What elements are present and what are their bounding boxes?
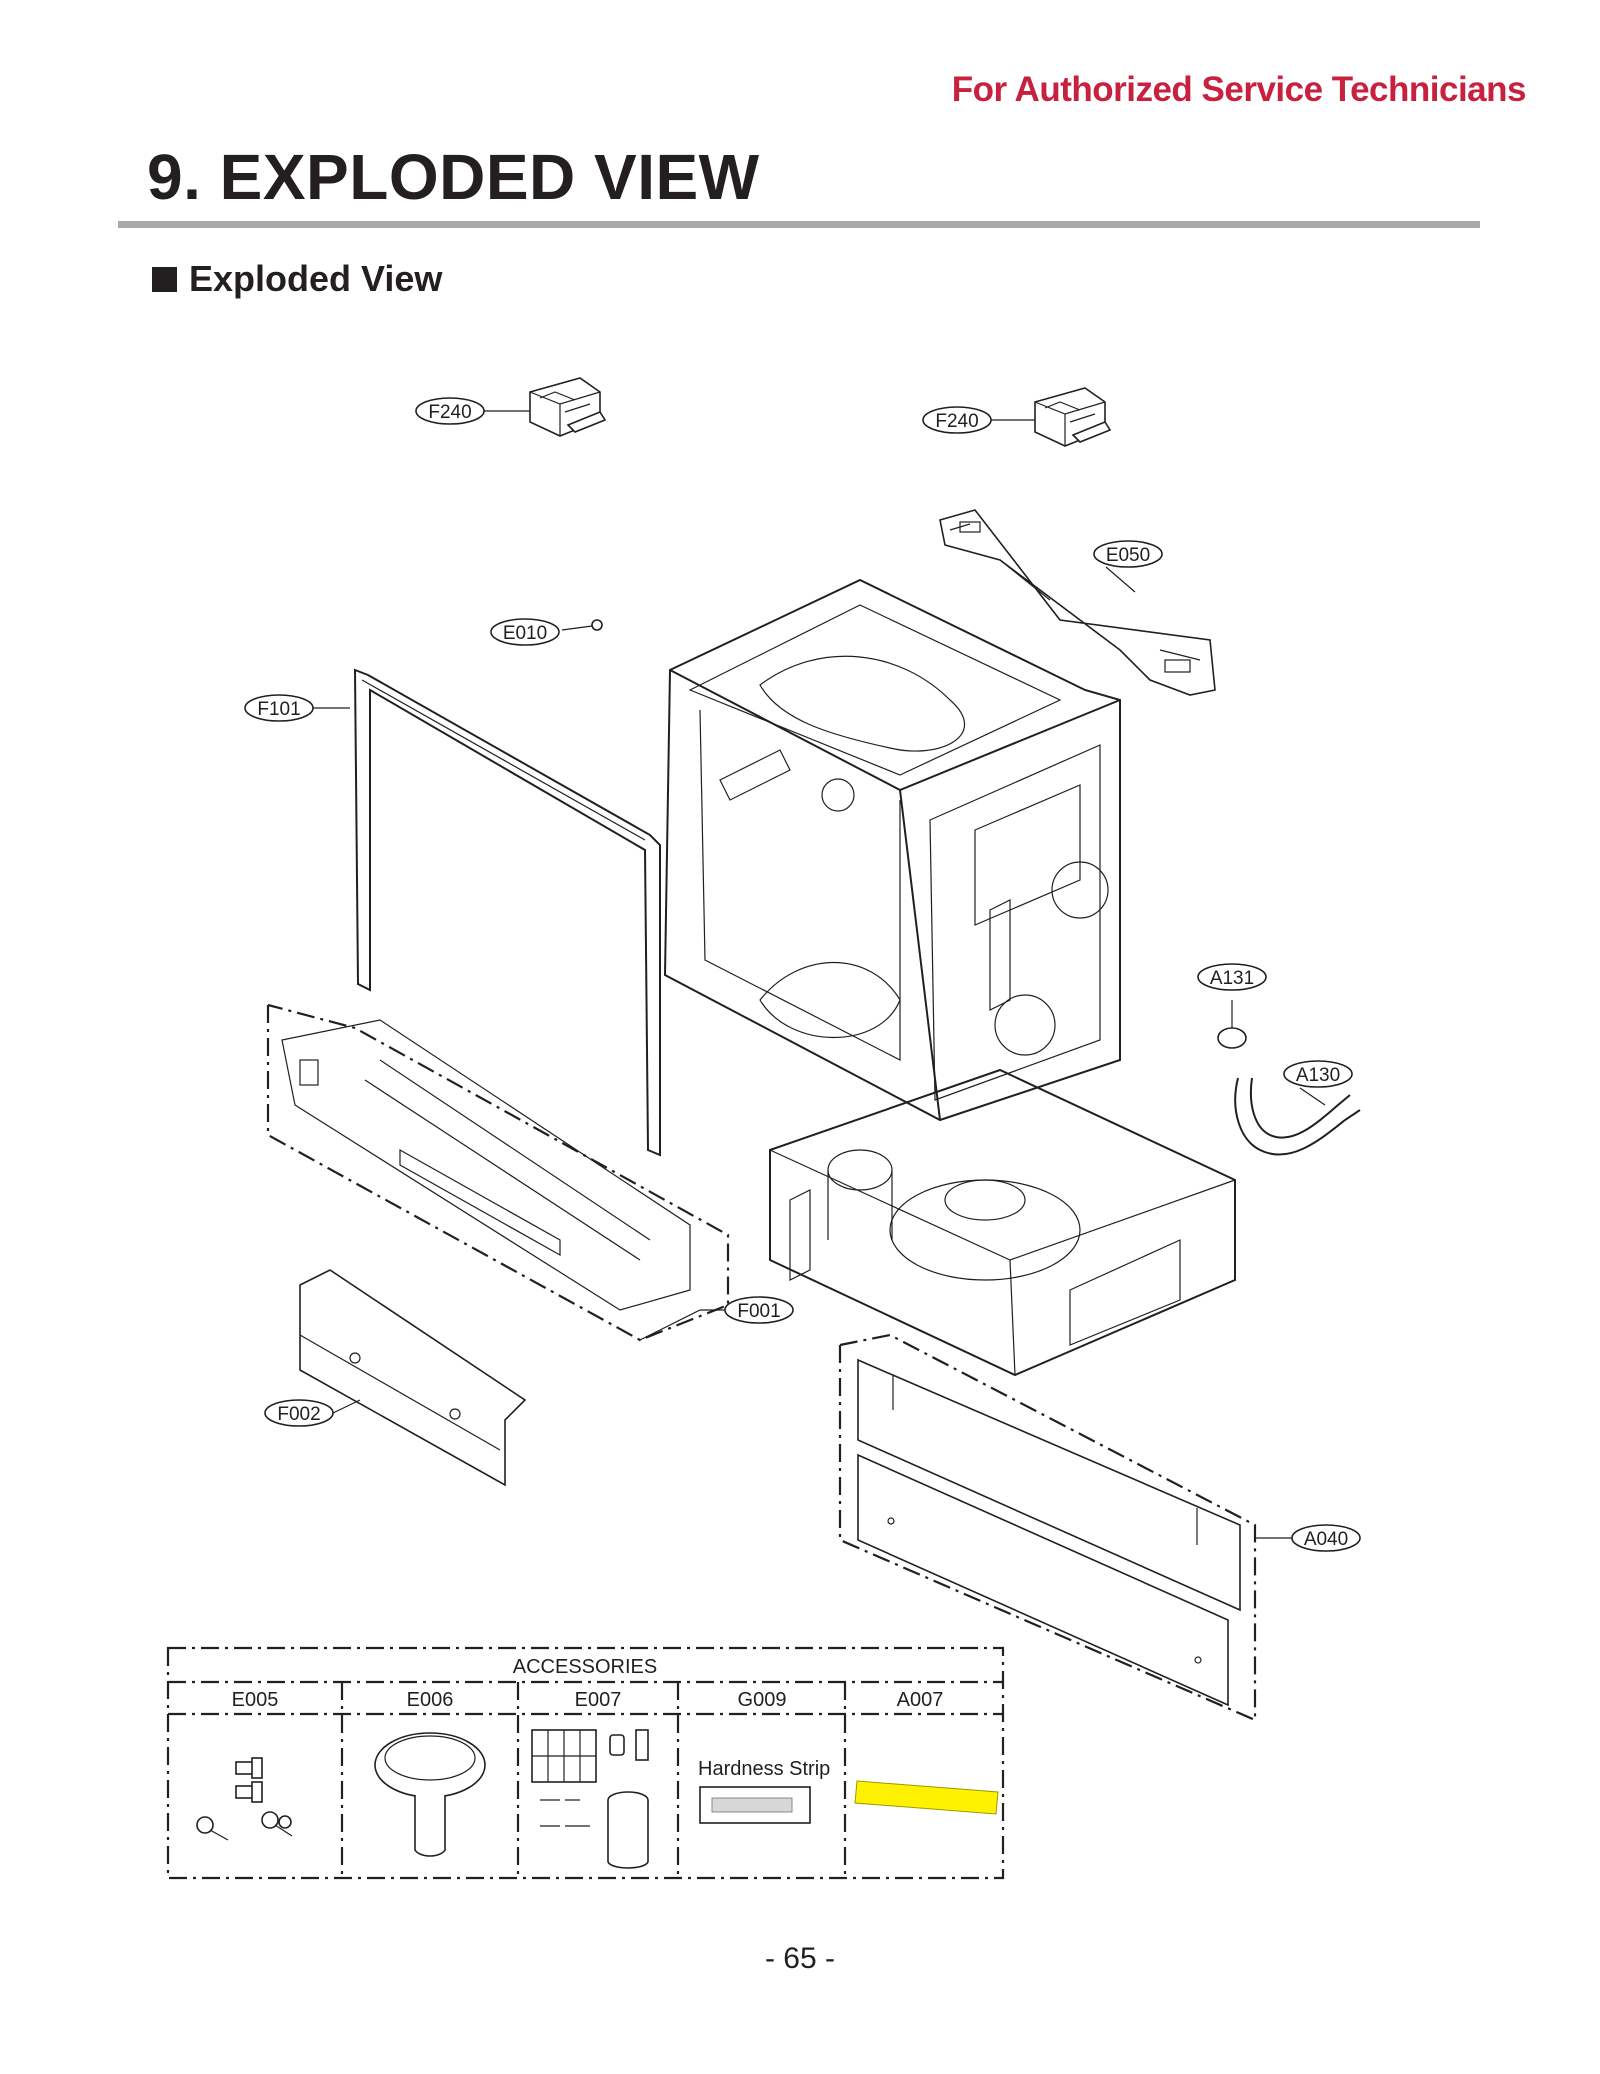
- accessory-column-label: E006: [407, 1689, 454, 1711]
- callout-f240-left: F240: [415, 397, 485, 425]
- callout-f101: F101: [244, 694, 314, 722]
- callout-e010: E010: [490, 618, 560, 646]
- funnel-part: [374, 1732, 486, 1857]
- yellow-label-strip: [854, 1780, 999, 1815]
- lower-panel-part: [299, 1269, 527, 1487]
- callout-f001-label: F001: [737, 1301, 780, 1322]
- square-bullet-icon: [152, 266, 177, 292]
- callout-a130: A130: [1283, 1060, 1353, 1088]
- hardness-strip-label: Hardness Strip: [698, 1758, 830, 1780]
- o-ring-part: [1217, 1027, 1247, 1049]
- water-valve-part-left: [529, 377, 607, 437]
- base-assembly-part: [769, 1068, 1236, 1377]
- callout-f001: F001: [724, 1296, 794, 1324]
- service-note: For Authorized Service Technicians: [951, 70, 1527, 109]
- callout-f002-label: F002: [277, 1404, 320, 1425]
- brackets-and-screws-part: [196, 1757, 293, 1841]
- accessories-title: ACCESSORIES: [513, 1656, 657, 1678]
- accessory-parts-set: [531, 1729, 649, 1869]
- callout-f240-left-label: F240: [428, 402, 471, 423]
- drain-hose-part: [1234, 1077, 1361, 1156]
- page-title: 9. EXPLODED VIEW: [147, 141, 760, 213]
- tub-assembly-part: [663, 578, 1121, 1122]
- accessory-column-label: E005: [232, 1689, 279, 1711]
- callout-e050-label: E050: [1106, 545, 1150, 566]
- callout-a130-label: A130: [1296, 1065, 1340, 1086]
- hardness-strip-part: Hardness Strip: [698, 1758, 830, 1824]
- accessory-column-label: E007: [575, 1689, 622, 1711]
- screw-part: [591, 619, 603, 631]
- callout-a040: A040: [1291, 1524, 1361, 1552]
- title-divider: [118, 221, 1480, 228]
- section-heading: Exploded View: [152, 258, 442, 300]
- door-gasket-part: [353, 668, 661, 1157]
- callout-leader-lines: [313, 410, 1326, 1539]
- callout-f240-right: F240: [922, 406, 992, 434]
- page-number: - 65 -: [764, 1942, 836, 1975]
- callout-a040-label: A040: [1304, 1529, 1348, 1550]
- callout-e050: E050: [1093, 540, 1163, 568]
- control-panel-part: [266, 1003, 730, 1342]
- callout-a131-label: A131: [1210, 968, 1254, 989]
- callout-f240-right-label: F240: [935, 411, 978, 432]
- accessory-column-label: G009: [738, 1689, 787, 1711]
- accessory-column-label: A007: [897, 1689, 944, 1711]
- top-bracket-part: [939, 509, 1216, 696]
- section-heading-label: Exploded View: [189, 258, 443, 299]
- water-valve-part-right: [1034, 387, 1112, 447]
- callout-a131: A131: [1197, 963, 1267, 991]
- toe-kick-part: [838, 1333, 1257, 1722]
- callout-f101-label: F101: [257, 699, 300, 720]
- callout-e010-label: E010: [503, 623, 547, 644]
- accessories-box: ACCESSORIES E005 E006 E007 G009 A007: [166, 1646, 1005, 1880]
- callout-f002: F002: [264, 1399, 334, 1427]
